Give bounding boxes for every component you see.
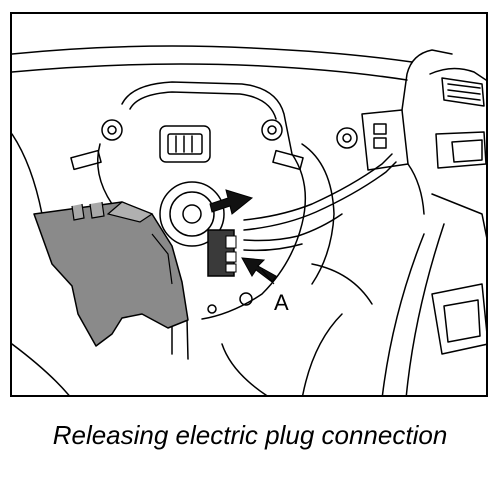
vent-outline — [429, 67, 486, 81]
wiring-harness — [243, 153, 393, 221]
column-housing — [121, 81, 307, 320]
callout-leader — [261, 269, 275, 285]
electric-plug-connector — [207, 229, 237, 277]
steering-shaft — [159, 181, 225, 247]
column-plug — [159, 125, 211, 163]
lower-trim-panel — [33, 201, 189, 347]
figure-caption: Releasing electric plug connection — [52, 420, 448, 450]
steering-column-drawing — [12, 45, 486, 395]
arrow-right-icon — [209, 189, 254, 215]
arrow-down-left-icon — [241, 257, 277, 283]
dashboard-outline — [12, 45, 413, 63]
mounting-bolt — [261, 119, 283, 141]
illustration-frame: A — [10, 12, 488, 397]
mounting-bolt — [101, 119, 123, 141]
callout-label-a: A — [274, 290, 289, 315]
